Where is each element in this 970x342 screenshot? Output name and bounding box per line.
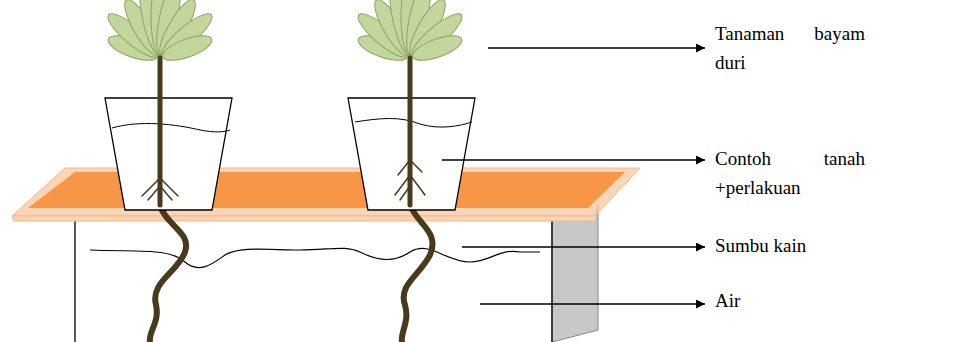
water-container	[75, 205, 598, 342]
leaf	[160, 31, 215, 66]
leaf	[410, 31, 465, 66]
fabric-wick	[150, 205, 433, 342]
part-label: Tanaman bayam duri	[715, 20, 865, 77]
part-label: Air	[715, 287, 865, 316]
part-label: Contoh tanah +perlakuan	[715, 145, 865, 202]
part-label: Sumbu kain	[715, 232, 865, 261]
stem-root	[142, 40, 425, 205]
spinach-leaves	[103, 0, 467, 65]
leader-arrow	[442, 48, 705, 304]
tray	[12, 168, 640, 221]
